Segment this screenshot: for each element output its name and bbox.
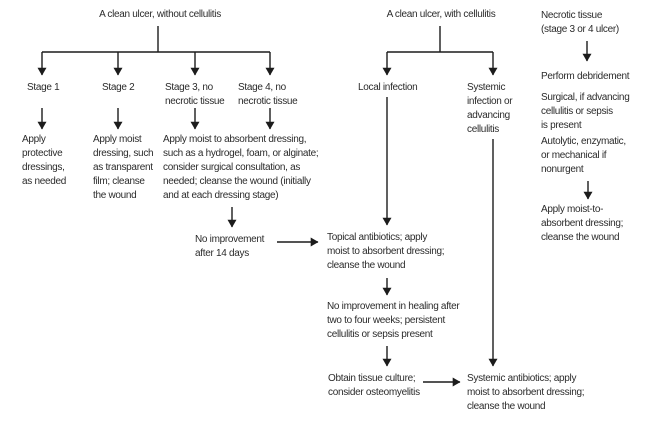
node-topical-antibiotics: Topical antibiotics; apply moist to abso…	[327, 232, 445, 271]
node-stage2-action: Apply moist dressing, such as transparen…	[93, 134, 154, 201]
node-stage-1: Stage 1	[27, 82, 60, 93]
node-perform-debridement: Perform debridement	[541, 71, 630, 82]
node-stage1-action: Apply protective dressings, as needed	[22, 134, 67, 187]
node-surgical-debridement: Surgical, if advancing cellulitis or sep…	[541, 92, 630, 131]
node-necrotic-tissue: Necrotic tissue (stage 3 or 4 ulcer)	[541, 10, 619, 35]
node-no-improvement-14-days: No improvement after 14 days	[195, 234, 265, 259]
node-clean-ulcer-without-cellulitis: A clean ulcer, without cellulitis	[99, 9, 221, 20]
node-no-improvement-healing: No improvement in healing after two to f…	[327, 301, 460, 340]
node-stage-4: Stage 4, no necrotic tissue	[238, 82, 298, 107]
node-stage-3: Stage 3, no necrotic tissue	[165, 82, 225, 107]
node-tissue-culture: Obtain tissue culture; consider osteomye…	[328, 373, 420, 398]
node-autolytic-debridement: Autolytic, enzymatic, or mechanical if n…	[541, 136, 626, 175]
node-systemic-infection: Systemic infection or advancing cellulit…	[467, 82, 513, 135]
node-clean-ulcer-with-cellulitis: A clean ulcer, with cellulitis	[386, 9, 496, 20]
node-stage34-action: Apply moist to absorbent dressing, such …	[163, 134, 319, 201]
node-stage-2: Stage 2	[102, 82, 135, 93]
node-systemic-antibiotics: Systemic antibiotics; apply moist to abs…	[467, 373, 585, 412]
node-local-infection: Local infection	[358, 82, 418, 93]
node-necrotic-dressing: Apply moist-to- absorbent dressing; clea…	[541, 204, 624, 243]
